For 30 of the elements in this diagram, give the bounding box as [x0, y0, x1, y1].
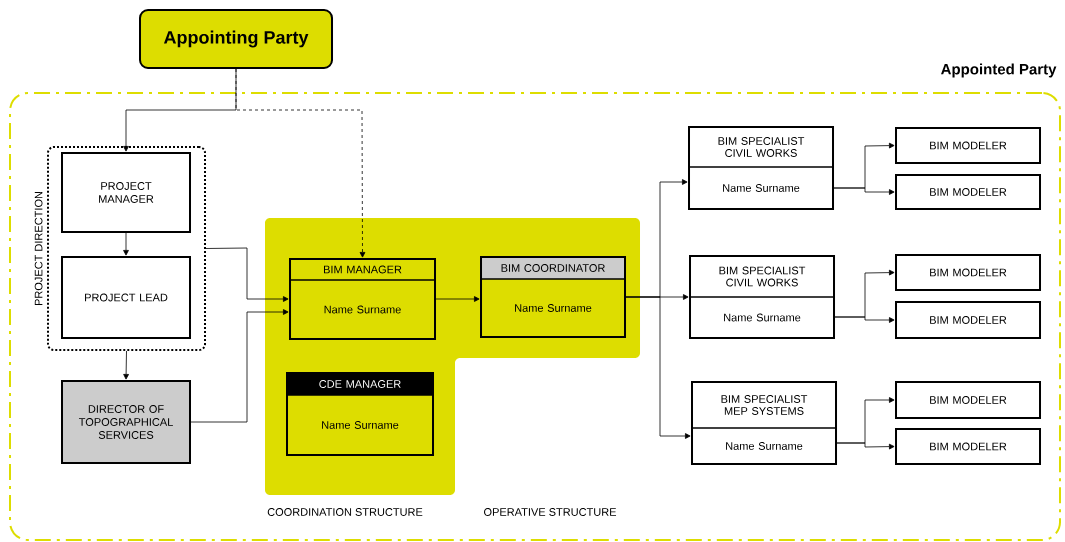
role-card: BIM SPECIALIST MEP SYSTEMS Name Surname: [691, 381, 837, 465]
role-card: BIM COORDINATOR Name Surname: [480, 256, 626, 338]
role-box: BIM MODELER: [895, 254, 1041, 291]
role-box: BIM MODELER: [895, 127, 1041, 164]
role-card: BIM MANAGER Name Surname: [289, 258, 436, 340]
party-box: Appointing Party: [139, 9, 333, 69]
role-card: CDE MANAGER Name Surname: [286, 372, 434, 456]
role-box: PROJECT MANAGER: [61, 152, 191, 233]
node-label: Appointed Party: [941, 63, 1057, 78]
arrow: [836, 442, 895, 450]
role-card: BIM SPECIALIST CIVIL WORKS Name Surname: [688, 126, 834, 210]
arrow: [205, 247, 289, 302]
arrow: [123, 350, 129, 380]
arrow: [190, 309, 289, 423]
role-box: DIRECTOR OF TOPOGRAPHICAL SERVICES: [61, 380, 191, 464]
arrow: [123, 232, 129, 256]
section-label: OPERATIVE STRUCTURE: [484, 508, 617, 516]
arrow: [235, 68, 366, 258]
role-box: BIM MODELER: [895, 174, 1041, 210]
arrow: [834, 316, 895, 323]
role-box: BIM MODELER: [895, 301, 1041, 339]
section-label: COORDINATION STRUCTURE: [267, 508, 423, 516]
role-card: BIM SPECIALIST CIVIL WORKS Name Surname: [689, 255, 835, 339]
node-label: PROJECT DIRECTION: [34, 191, 43, 306]
arrow: [435, 296, 480, 302]
role-box: BIM MODELER: [895, 381, 1041, 419]
arrow: [625, 296, 691, 439]
role-box: PROJECT LEAD: [61, 256, 191, 339]
role-box: BIM MODELER: [895, 428, 1041, 465]
arrow: [833, 187, 895, 195]
